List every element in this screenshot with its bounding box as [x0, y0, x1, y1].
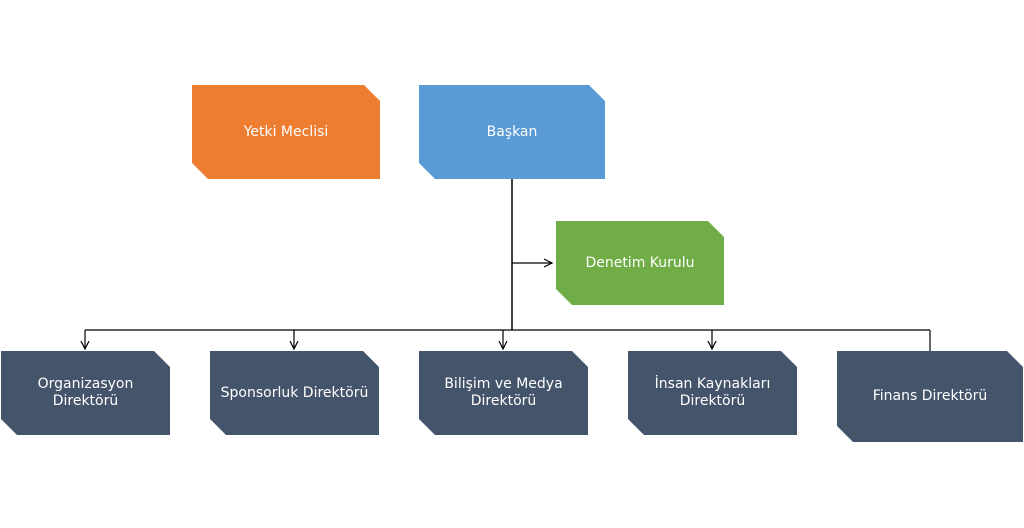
- node-yetki-meclisi: Yetki Meclisi: [192, 85, 380, 179]
- node-label: İnsan Kaynakları Direktörü: [654, 376, 771, 409]
- node-label: Bilişim ve Medya Direktörü: [444, 376, 563, 409]
- node-insan-kaynaklari-direktoru: İnsan Kaynakları Direktörü: [628, 351, 797, 435]
- node-sponsorluk-direktoru: Sponsorluk Direktörü: [210, 351, 379, 435]
- node-label: Organizasyon Direktörü: [37, 376, 134, 409]
- node-finans-direktoru: Finans Direktörü: [837, 351, 1023, 442]
- node-label: Sponsorluk Direktörü: [220, 384, 369, 401]
- node-bilisim-ve-medya-direktoru: Bilişim ve Medya Direktörü: [419, 351, 588, 435]
- node-label: Denetim Kurulu: [585, 254, 695, 271]
- node-label: Başkan: [486, 123, 538, 140]
- node-baskan: Başkan: [419, 85, 605, 179]
- node-label: Finans Direktörü: [872, 388, 988, 404]
- node-denetim-kurulu: Denetim Kurulu: [556, 221, 724, 305]
- node-label: Yetki Meclisi: [243, 123, 329, 140]
- node-organizasyon-direktoru: Organizasyon Direktörü: [1, 351, 170, 435]
